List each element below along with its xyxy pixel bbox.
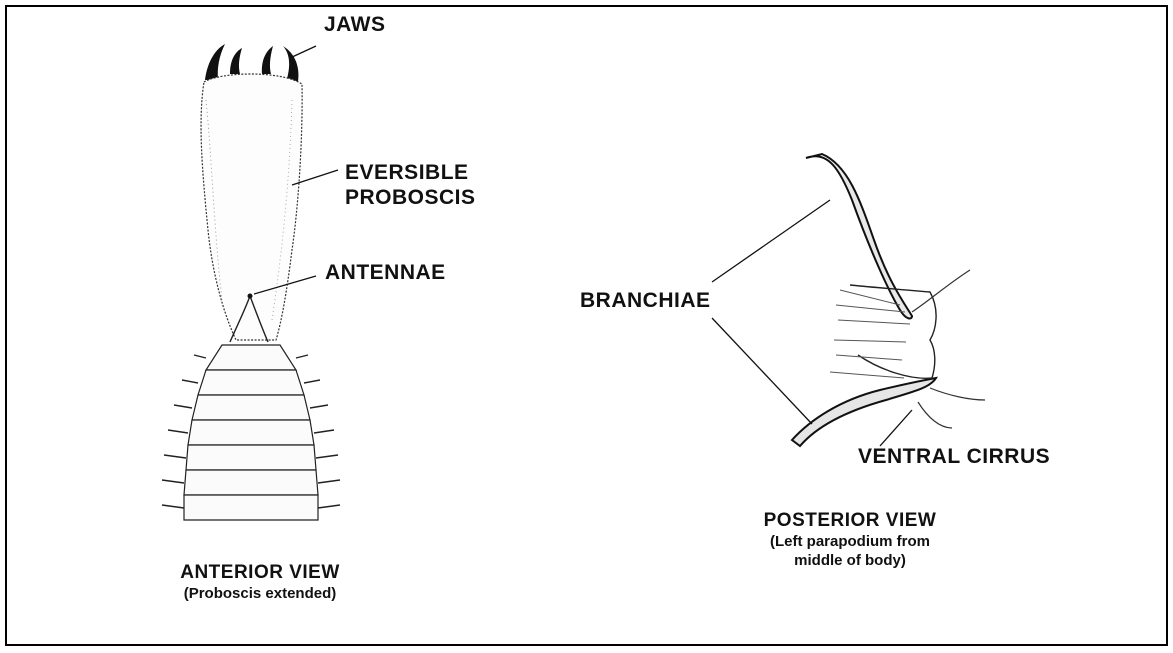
label-antennae: ANTENNAE bbox=[325, 260, 446, 285]
label-proboscis-line1: EVERSIBLE bbox=[345, 160, 476, 185]
label-ventral-cirrus: VENTRAL CIRRUS bbox=[858, 444, 1050, 469]
caption-posterior-title: POSTERIOR VIEW bbox=[740, 510, 960, 532]
label-branchiae: BRANCHIAE bbox=[580, 288, 711, 313]
anterior-worm-drawing bbox=[162, 44, 340, 520]
caption-posterior: POSTERIOR VIEW (Left parapodium from mid… bbox=[740, 510, 960, 570]
parapodium-drawing bbox=[792, 154, 985, 446]
label-eversible-proboscis: EVERSIBLE PROBOSCIS bbox=[345, 160, 476, 210]
label-jaws: JAWS bbox=[324, 12, 386, 37]
caption-anterior: ANTERIOR VIEW (Proboscis extended) bbox=[170, 562, 350, 603]
leader-lines bbox=[254, 46, 912, 446]
caption-anterior-subtitle: (Proboscis extended) bbox=[170, 584, 350, 603]
body-segments-drawing bbox=[184, 345, 318, 520]
upper-branchia-drawing bbox=[806, 154, 912, 318]
caption-anterior-title: ANTERIOR VIEW bbox=[170, 562, 350, 584]
label-proboscis-line2: PROBOSCIS bbox=[345, 185, 476, 210]
caption-posterior-subtitle-line1: (Left parapodium from bbox=[740, 532, 960, 551]
caption-posterior-subtitle-line2: middle of body) bbox=[740, 551, 960, 570]
lower-branchia-drawing bbox=[792, 378, 936, 446]
